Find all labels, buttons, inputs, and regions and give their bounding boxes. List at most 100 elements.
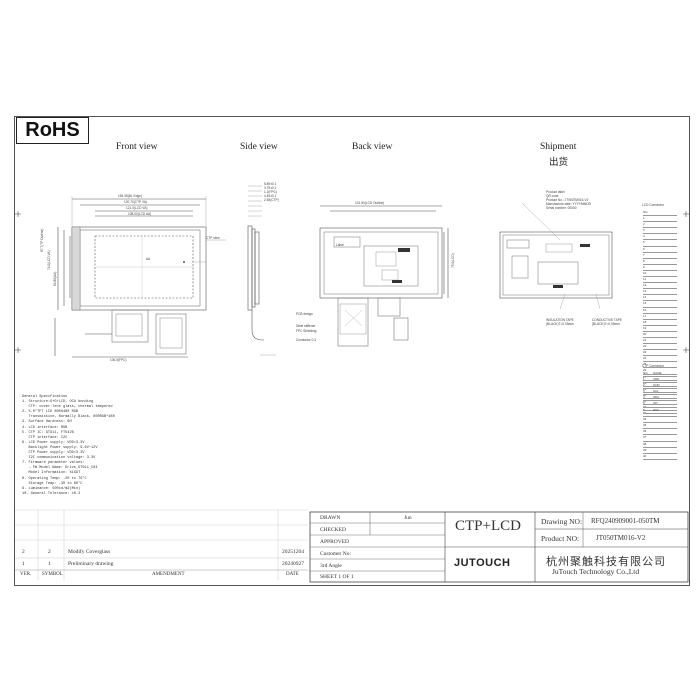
lcd-pin-table-title: LCD Connector [642, 203, 664, 207]
back-dim-top: 101.50(LCD Outline) [355, 201, 385, 205]
pin-number: 11 [643, 277, 647, 282]
pin-number: 24 [643, 356, 647, 361]
front-dim-bottom: 106.5(FPC) [110, 358, 127, 362]
back-label-note: Label [336, 243, 344, 247]
rev-ver: 1 [22, 561, 25, 567]
pin-row: 10 [643, 270, 677, 278]
rev-desc: Preliminary drawing [68, 561, 114, 567]
back-conductor-note: Conductor 0.3 [296, 338, 317, 342]
pin-number: 3 [643, 228, 645, 233]
rev-ver: 2 [22, 549, 25, 555]
pin-number: 5 [643, 401, 645, 406]
product-no-label: Product NO: [541, 534, 580, 543]
pin-row: 3 [643, 228, 677, 235]
spec-line: 5. CTP IC: GT911, FT5426 [22, 430, 74, 435]
spec-line: CTP Power supply: VDD=3.3V [22, 451, 85, 456]
pin-row: 11 [643, 277, 677, 284]
spec-line: 8. Operating Temp: -20 to 70°C [22, 476, 87, 481]
pin-number: 1 [643, 377, 645, 382]
front-dim-left-1: 87.7(TP Outline) [40, 228, 44, 252]
pin-row: 23 [643, 350, 677, 357]
pin-row: 24 [643, 356, 677, 363]
pin-number: 35 [643, 423, 647, 428]
pin-row: 39 [643, 448, 677, 454]
spec-line: CTP: cover:lens glass, thermal tempered [22, 405, 113, 410]
spec-line: 10. General Tolerance: ±0.2 [22, 491, 81, 496]
pin-name: SCL [653, 389, 659, 394]
pin-row: 13 [643, 289, 677, 296]
pin-row: 17 [643, 314, 677, 320]
spec-line: 9. Luminance: 500cd/m2(Min) [22, 486, 81, 491]
spec-line: 6. LCD Power supply: VDD=3.3V [22, 440, 85, 445]
rev-desc: Modify Coverglass [68, 549, 111, 555]
drawing-no: RFQ240909001-050TM [591, 517, 660, 525]
pin-row: NO. [643, 210, 677, 217]
spec-line: 2. 5.0"TFT LCD 800X480 RGB [22, 410, 79, 415]
company-name-en: JuTouch Technology Co.,Ltd [552, 567, 640, 576]
pin-number: 10 [643, 270, 647, 275]
rev-header-symbol: SYMBOL [42, 572, 63, 577]
pin-row: 1 [643, 216, 677, 223]
pin-number: 25 [643, 362, 647, 367]
pin-number: 6 [643, 407, 645, 412]
pin-name: INT [653, 401, 658, 406]
spec-line: 1. Structure:G+G+LCD, OCA bonding [22, 400, 94, 405]
pin-number: 19 [643, 325, 647, 330]
pin-row: 6 RST [643, 408, 677, 414]
spec-line: CTP interface: I2C [22, 435, 68, 440]
pin-row: 20 [643, 332, 677, 338]
front-dim-top-3: 121.0(LCD VA) [126, 206, 148, 210]
pin-number: 34 [643, 417, 647, 422]
pin-number: 14 [643, 295, 647, 300]
pin-row: 21 [643, 338, 677, 345]
pin-row: NO.NAME [643, 371, 677, 378]
spec-line: Model Information: X1G9T [22, 471, 81, 476]
spec-line: I2C communication voltage: 3.3V [22, 456, 96, 461]
pin-number: 37 [643, 435, 647, 440]
company-name-cn: 杭州聚触科技有限公司 [546, 555, 666, 568]
side-dim: 3.75±0.1 [264, 186, 277, 190]
pin-number: 12 [643, 283, 647, 288]
pin-row: 22 [643, 344, 677, 351]
front-glass-outline [71, 226, 207, 311]
pin-name: RST [653, 407, 659, 412]
spec-line: Storage Temp: -30 to 80°C [22, 481, 83, 486]
back-steel-note: Steel stiffener [296, 324, 316, 328]
pin-number: 22 [643, 344, 647, 349]
pin-row: 5 INT [643, 401, 677, 408]
rev-header-amendment: AMENDMENT [152, 572, 185, 577]
shipment-line: Serial number: 00000 [546, 206, 577, 210]
sheet-label: SHEET 1 OF 1 [320, 574, 354, 580]
pin-row: 25 [643, 362, 677, 369]
rev-date: 20251204 [282, 549, 304, 555]
pin-row: 14 [643, 295, 677, 302]
insulation-tape-note: INSULATION TAPE (BLACK)T=0.05mm [546, 318, 574, 326]
front-dim-left-3: 64.80(AA) [53, 271, 57, 286]
front-view-title: Front view [116, 142, 158, 152]
pin-number: NO. [643, 371, 649, 375]
side-dims: 5.89±0.1 3.75±0.1 1.2(FPC) 4.45±0.1 2.55… [264, 182, 279, 202]
pin-number: 23 [643, 350, 647, 355]
checked-label: CHECKED [320, 527, 346, 533]
pin-number: 15 [643, 301, 647, 306]
drawing-no-label: Drawing NO: [541, 517, 583, 526]
pin-row: 19 [643, 326, 677, 332]
drawn-by: Jun [404, 515, 412, 521]
pin-row: 38 [643, 442, 677, 448]
shipment-view-title: Shipment [540, 142, 577, 152]
pin-number: 2 [643, 222, 645, 227]
pin-number: 38 [643, 441, 647, 446]
back-pcb-note: PCB design [296, 312, 313, 316]
spec-line: Backlight Power supply: 9.6V~12V [22, 445, 98, 450]
spec-line: 4. LCD interface: RGB [22, 425, 68, 430]
pin-row: 35 [643, 423, 677, 430]
qr-note: QR code [546, 194, 559, 198]
pin-row: 36 [643, 429, 677, 436]
pin-number: 7 [643, 252, 645, 257]
approved-label: APPROVED [320, 539, 350, 545]
pin-row: 15 [643, 301, 677, 308]
pin-number: 6 [643, 246, 645, 251]
